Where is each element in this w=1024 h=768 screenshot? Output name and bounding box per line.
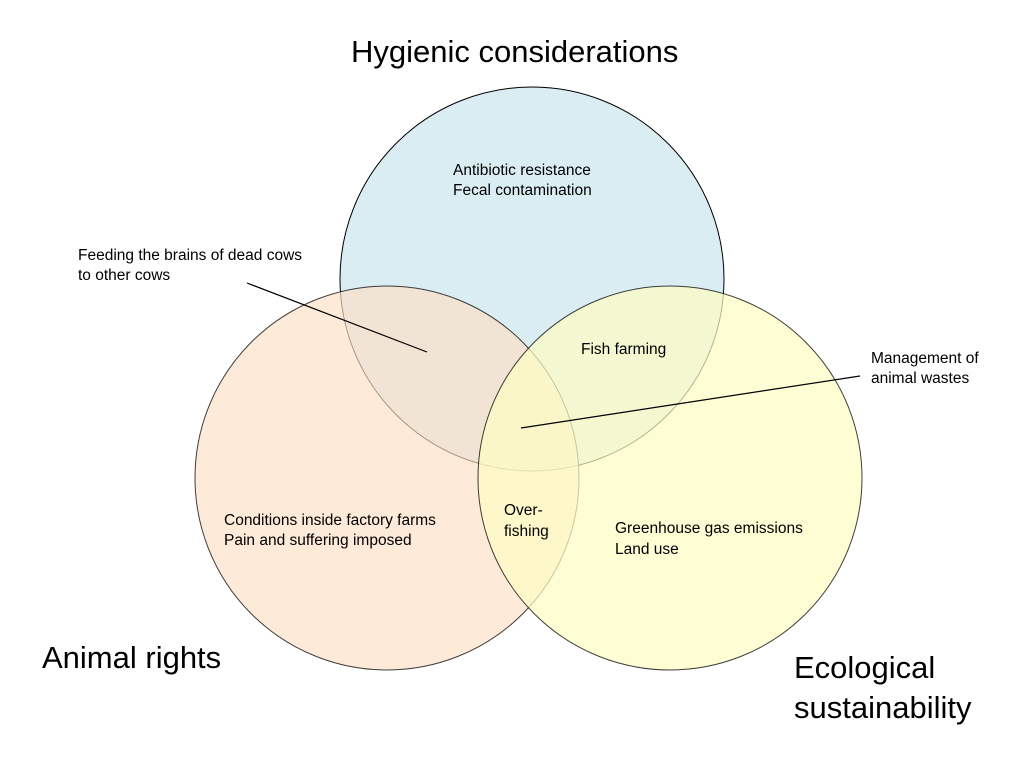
fish-farming-label: Fish farming <box>581 341 667 358</box>
ecological-circle <box>477 285 863 671</box>
animal-rights-title: Animal rights <box>42 640 222 675</box>
callout-all-three-line1: Management of <box>871 350 979 367</box>
callout-line-hygienic-animal <box>246 282 428 353</box>
overfishing-label-line2: fishing <box>504 523 549 540</box>
callout-all-three-line2: animal wastes <box>871 370 970 387</box>
ecological-item: Land use <box>615 541 679 558</box>
ecological-item: Greenhouse gas emissions <box>615 520 803 537</box>
hygienic-title: Hygienic considerations <box>351 34 679 69</box>
hygienic-item: Antibiotic resistance <box>453 162 591 179</box>
callout-hygienic-animal-line1: Feeding the brains of dead cows <box>78 247 303 264</box>
callout-hygienic-animal-line2: to other cows <box>78 267 171 284</box>
hygienic-item: Fecal contamination <box>453 182 592 199</box>
animal-rights-item: Pain and suffering imposed <box>224 532 412 549</box>
ecological-title-line1: Ecological <box>794 650 936 685</box>
animal-rights-item: Conditions inside factory farms <box>224 512 436 529</box>
ecological-title-line2: sustainability <box>794 690 972 725</box>
callout-line-all-three <box>520 375 861 429</box>
overfishing-label-line1: Over- <box>504 502 543 519</box>
